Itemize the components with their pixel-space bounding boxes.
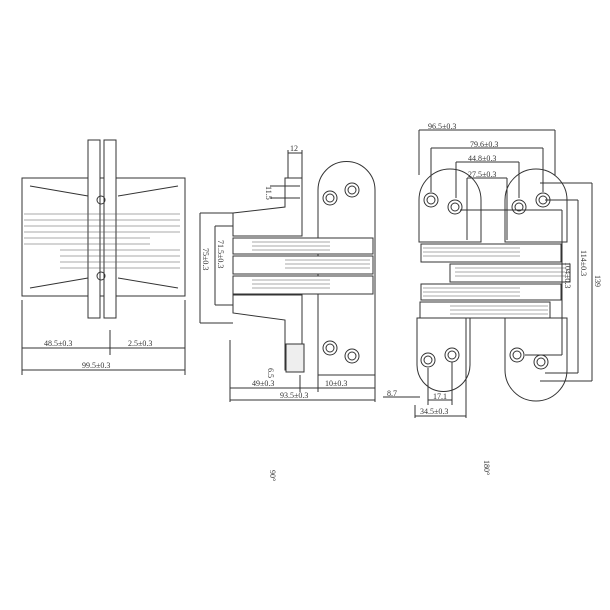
dim-label: 2.5±0.3 (128, 339, 152, 348)
dim-label: 10±0.3 (325, 379, 347, 388)
link-stack (232, 237, 374, 295)
dim-label: 6.5 (266, 368, 275, 378)
side-view: 48.5±0.3 2.5±0.3 99.5±0.3 (21, 139, 186, 375)
dim-label: 49±0.3 (252, 379, 274, 388)
dim-label: 12 (290, 144, 298, 153)
side-leaf-left (87, 139, 101, 319)
dim-label: 79.6±0.3 (470, 140, 498, 149)
dim-label: 11.5 (264, 186, 273, 200)
dim-label: 17.1 (433, 392, 447, 401)
dim-label: 34.5±0.3 (420, 407, 448, 416)
dim-label: 104±0.3 (563, 262, 572, 288)
dim-label: 139 (593, 275, 602, 287)
angle-label: 180° (482, 460, 491, 475)
dim-label: 75±0.3 (201, 248, 210, 270)
dim-label: 96.5±0.3 (428, 122, 456, 131)
dim-label: 44.8±0.3 (468, 154, 496, 163)
open-90-view: 12 11.5 71.5±0.3 75±0.3 6.5 49±0.3 10±0.… (199, 144, 376, 481)
link-stack (419, 243, 571, 319)
side-body-outline (21, 177, 186, 297)
dim-label: 71.5±0.3 (216, 240, 225, 268)
dim-label: 48.5±0.3 (44, 339, 72, 348)
dim-label: 8.7 (387, 389, 397, 398)
angle-label: 90° (268, 470, 277, 481)
dim-label: 93.5±0.3 (280, 391, 308, 400)
side-links (24, 213, 180, 269)
dim-label: 27.5±0.3 (468, 170, 496, 179)
side-leaf-right (103, 139, 117, 319)
open-180-view: 96.5±0.3 79.6±0.3 44.8±0.3 27.5±0.3 104±… (383, 122, 602, 475)
dim-label: 114±0.3 (579, 250, 588, 276)
dim-label: 99.5±0.3 (82, 361, 110, 370)
